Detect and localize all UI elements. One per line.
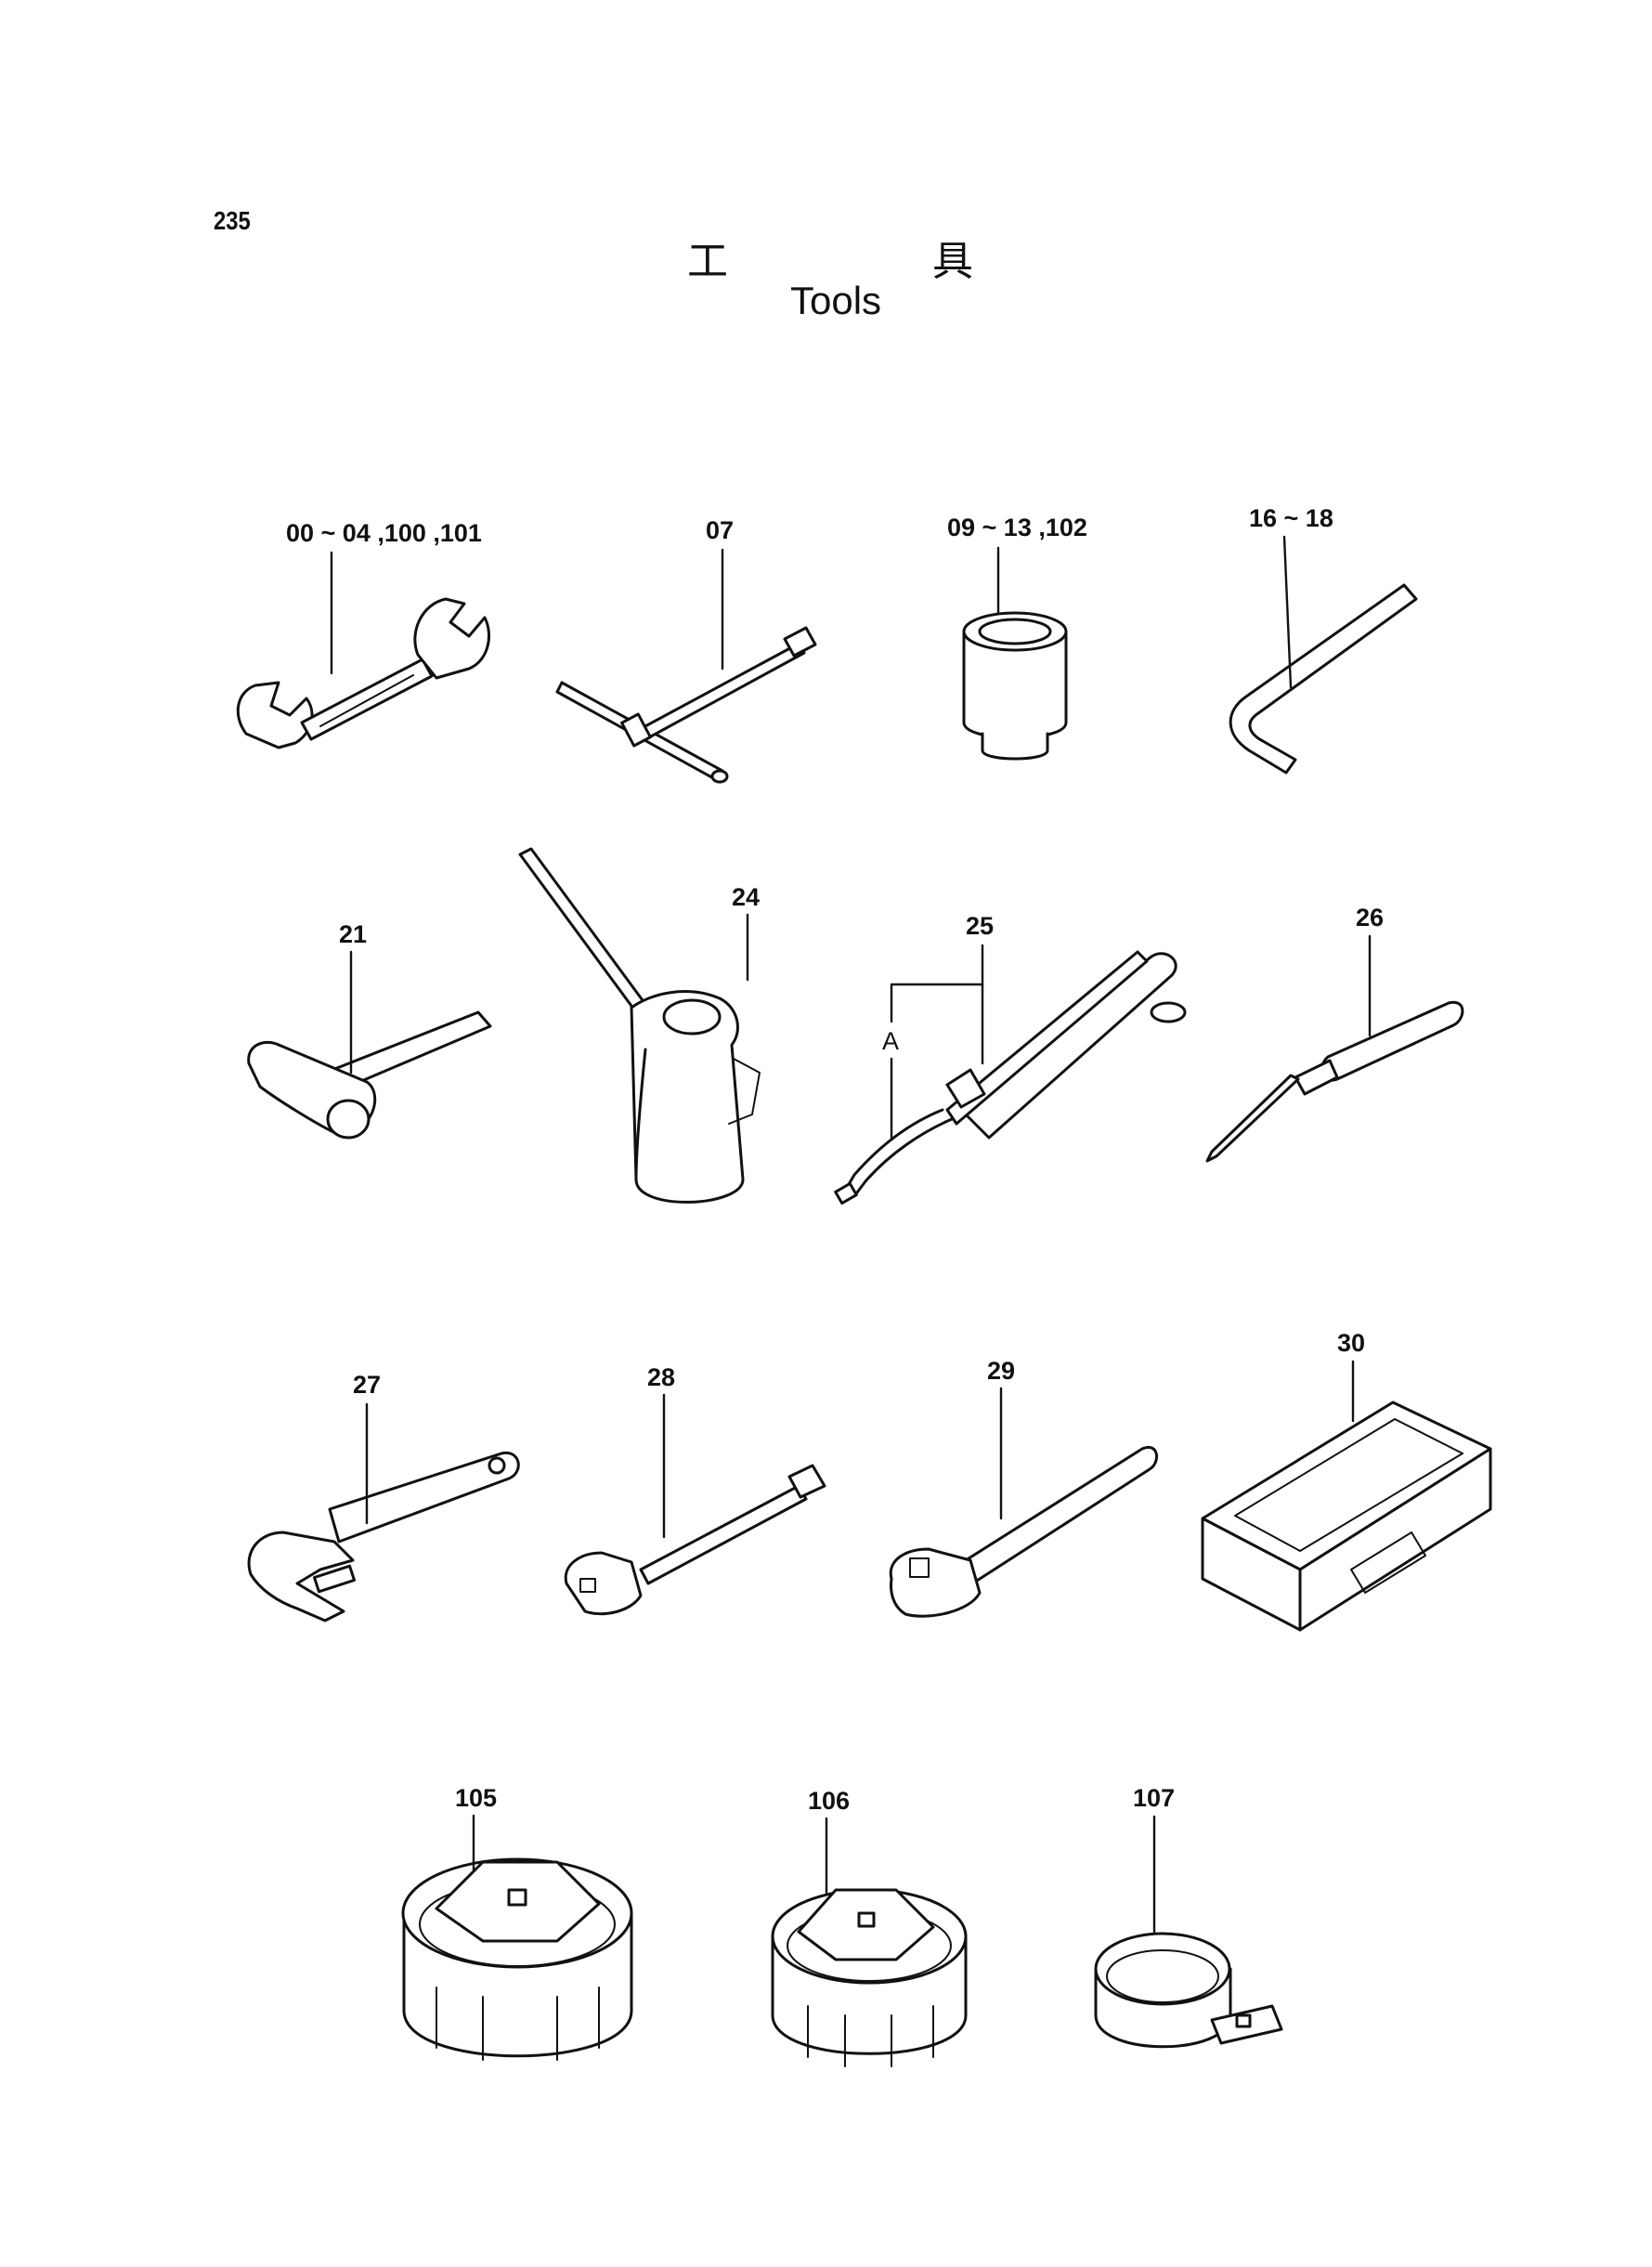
extension-bar-icon [564, 1464, 826, 1616]
socket-icon [962, 611, 1068, 761]
page-title-japanese: 工具 [687, 238, 1177, 285]
oil-can-icon [518, 847, 761, 1204]
t-handle-wrench-icon [555, 626, 817, 784]
callout-label: 21 [339, 920, 367, 948]
callout-label: 107 [1133, 1784, 1175, 1812]
page-number: 235 [214, 206, 251, 235]
page-title-english: Tools [790, 279, 882, 322]
callout-label: 29 [987, 1357, 1015, 1385]
callout-label: 25 [966, 912, 994, 940]
hex-key-icon [1229, 583, 1418, 775]
filter-wrench-band-icon [1094, 1932, 1283, 2049]
callout-label: 16 ~ 18 [1249, 504, 1333, 532]
callout-label: 07 [706, 516, 734, 544]
callout-sub-label: A [882, 1027, 899, 1055]
callout-label: 00 ~ 04 ,100 ,101 [286, 519, 482, 547]
callout-label: 27 [353, 1371, 381, 1399]
callout-label: 24 [732, 883, 760, 911]
grease-gun-icon [834, 950, 1187, 1205]
leader-line [1282, 535, 1293, 689]
callout-label: 30 [1337, 1329, 1365, 1357]
filter-wrench-medium-icon [771, 1888, 968, 2067]
adjustable-wrench-icon [247, 1451, 520, 1622]
wrench-double-icon [236, 597, 490, 749]
hammer-icon [247, 1010, 492, 1140]
callout-label: 106 [808, 1787, 850, 1815]
filter-wrench-large-icon [401, 1857, 633, 2061]
leader-line [890, 944, 984, 1023]
ratchet-handle-icon [889, 1445, 1158, 1618]
callout-label: 28 [647, 1363, 675, 1391]
callout-label: 09 ~ 13 ,102 [947, 514, 1087, 541]
tool-box-icon [1201, 1401, 1492, 1632]
screwdriver-icon [1205, 1000, 1464, 1163]
callout-label: 26 [1356, 904, 1384, 932]
callout-label: 105 [455, 1784, 497, 1812]
